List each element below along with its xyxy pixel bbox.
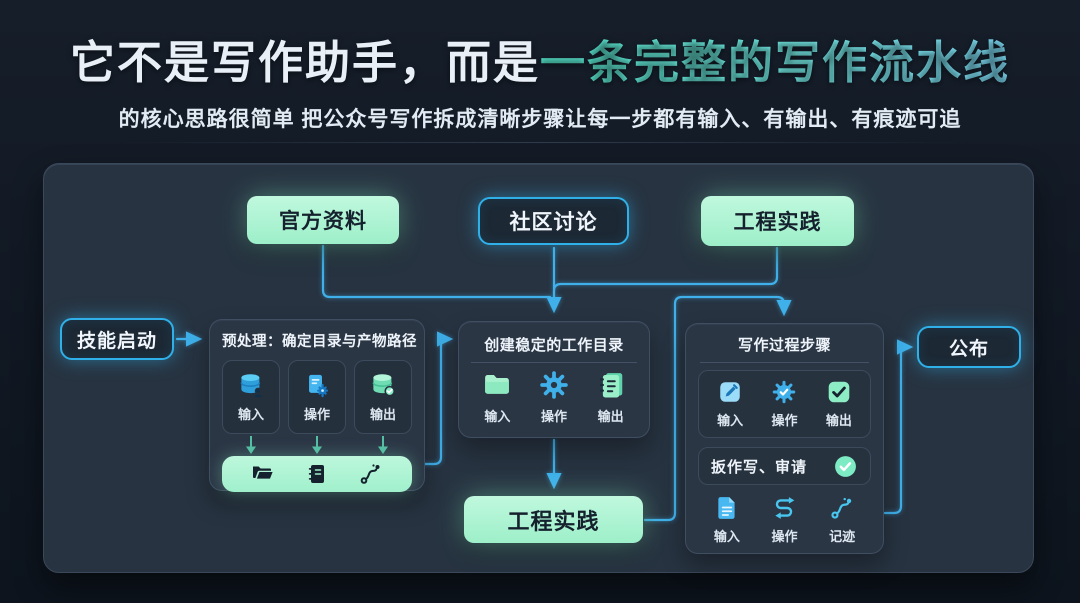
card-title: 写作过程步骤	[737, 337, 831, 354]
divider	[471, 362, 637, 363]
step-trace: 记迹	[829, 495, 855, 545]
step-operate: 操作	[771, 379, 798, 429]
tile-input: 输入	[222, 360, 280, 434]
document-icon	[718, 497, 735, 519]
card-title: 创建稳定的工作目录	[484, 337, 624, 354]
divider	[700, 362, 869, 363]
badge-label: 扳作写、审请	[711, 458, 808, 476]
notebook-icon	[308, 465, 324, 483]
database-user-icon	[240, 373, 263, 399]
step-label: 输出	[597, 409, 624, 424]
node-label: 社区讨论	[509, 211, 598, 234]
step-operate: 操作	[771, 495, 797, 545]
down-arrow-icon	[288, 435, 346, 455]
step-label: 输入	[713, 529, 740, 544]
node-practice-top: 工程实践	[701, 196, 854, 246]
flow-panel: 官方资料 社区讨论 工程实践 技能启动 预处理：确定目录与产物路径	[43, 163, 1034, 573]
title-plain: 它不是写作助手，而是	[69, 37, 540, 88]
node-practice-bottom: 工程实践	[464, 496, 643, 543]
writing-row-1: 输入 操作 输	[698, 370, 871, 438]
route-trace-icon	[831, 497, 852, 519]
node-official-source: 官方资料	[247, 196, 399, 244]
step-label: 操作	[540, 409, 567, 424]
node-label: 官方资料	[279, 210, 367, 233]
check-circle-icon	[835, 455, 856, 477]
tile-label: 输入	[237, 406, 264, 422]
page-title: 它不是写作助手，而是一条完整的写作流水线	[0, 26, 1080, 91]
card-title: 预处理：确定目录与产物路径	[222, 334, 417, 350]
step-output: 输出	[826, 379, 852, 429]
tile-operate: 操作	[288, 360, 346, 434]
step-label: 操作	[771, 529, 798, 544]
preprocess-output-pill	[222, 456, 412, 492]
node-community-source: 社区讨论	[478, 197, 629, 245]
edit-icon	[720, 382, 740, 402]
notebook-green-icon	[599, 373, 622, 398]
tile-label: 操作	[303, 406, 330, 422]
card-create-dir: 创建稳定的工作目录 输入	[458, 321, 650, 438]
folder-icon	[485, 375, 510, 394]
node-label: 技能启动	[76, 330, 157, 352]
checkbox-icon	[828, 381, 850, 403]
gear-check-icon	[773, 380, 796, 404]
down-arrow-icon	[354, 435, 412, 455]
card-preprocess: 预处理：确定目录与产物路径 输入	[209, 319, 425, 492]
node-publish: 公布	[917, 326, 1021, 368]
step-label: 操作	[771, 413, 798, 428]
node-skill-start: 技能启动	[60, 318, 174, 360]
step-operate: 操作	[539, 370, 569, 425]
gear-icon	[540, 371, 568, 399]
step-input: 输入	[714, 495, 740, 545]
tile-output: 输出	[354, 360, 412, 434]
card-writing-steps: 写作过程步骤 输入	[685, 323, 884, 554]
database-check-icon	[372, 373, 395, 396]
tile-label: 输出	[369, 406, 396, 422]
step-label: 输入	[484, 409, 511, 424]
step-output: 输出	[596, 370, 626, 425]
file-gear-icon	[308, 374, 328, 397]
node-label: 工程实践	[507, 508, 600, 534]
header-divider	[110, 142, 970, 143]
swap-arrows-icon	[775, 497, 795, 519]
writing-badge-row: 扳作写、审请	[698, 447, 871, 485]
step-input: 输入	[482, 370, 512, 425]
step-input: 输入	[717, 379, 743, 429]
node-label: 公布	[948, 338, 989, 360]
step-label: 记迹	[829, 529, 856, 544]
writing-row-2: 输入 操作 记迹	[698, 495, 871, 545]
down-arrow-icon	[222, 435, 280, 455]
folder-open-icon	[253, 466, 273, 479]
step-label: 输入	[717, 413, 744, 428]
subtitle: 的核心思路很简单 把公众号写作拆成清晰步骤让每一步都有输入、有输出、有痕迹可追	[118, 108, 962, 131]
header: 它不是写作助手，而是一条完整的写作流水线 的核心思路很简单 把公众号写作拆成清晰…	[0, 0, 1080, 143]
node-label: 工程实践	[733, 211, 822, 234]
step-label: 输出	[825, 413, 852, 428]
title-accent: 一条完整的写作流水线	[540, 37, 1011, 88]
route-icon	[360, 464, 380, 484]
